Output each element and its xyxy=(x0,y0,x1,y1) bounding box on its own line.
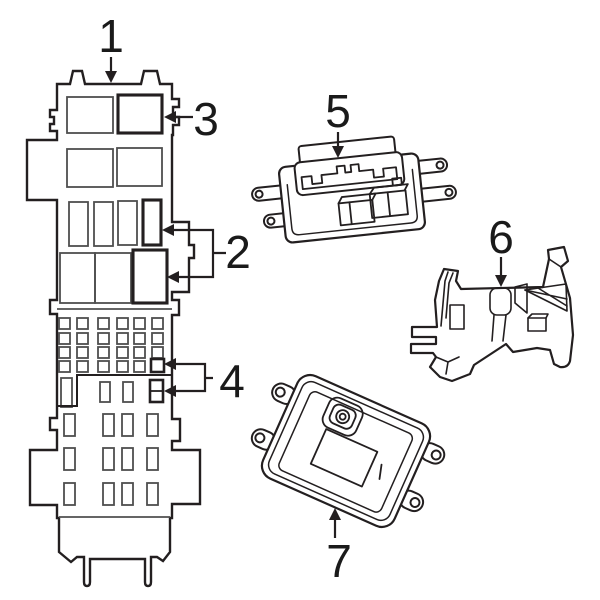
callout-1: 1 xyxy=(98,10,124,83)
callout-2-arrowhead-top xyxy=(162,224,174,236)
callout-3: 3 xyxy=(164,93,219,145)
module5-connector-teeth xyxy=(300,163,399,190)
fuse-box-cavities xyxy=(57,96,172,518)
callout-1-label: 1 xyxy=(98,10,124,62)
part-7-module xyxy=(250,373,446,529)
relay-slot-3 xyxy=(116,93,164,135)
callout-4-arrowhead-top xyxy=(164,358,176,370)
callout-2: 2 xyxy=(162,224,251,283)
fuse-box-cover-split xyxy=(57,374,172,407)
fuse-slot-4b xyxy=(148,378,165,404)
callout-2-bracket xyxy=(174,228,226,279)
callout-1-arrowhead xyxy=(105,71,117,83)
callout-7-label: 7 xyxy=(326,535,352,587)
callout-4-arrowhead-bottom xyxy=(164,385,176,397)
callout-4-label: 4 xyxy=(219,355,245,407)
callout-6: 6 xyxy=(488,211,514,287)
callout-5-label: 5 xyxy=(325,85,351,137)
callout-4-bracket xyxy=(176,362,213,393)
callout-4: 4 xyxy=(164,355,245,407)
callout-5: 5 xyxy=(325,85,351,158)
part-1-fuse-box xyxy=(25,69,202,588)
module5-connector-frame xyxy=(293,151,406,197)
module5-body-inner-line xyxy=(286,168,418,236)
callout-3-arrowhead xyxy=(164,111,176,123)
module7-label-plate xyxy=(309,428,379,488)
callout-6-arrowhead xyxy=(495,275,507,287)
mini-fuse-slot-4a xyxy=(149,357,166,374)
relay-slot-2b xyxy=(131,248,169,305)
module7-body-inner-line xyxy=(267,380,425,522)
callout-7-arrowhead xyxy=(329,508,341,520)
callouts: 1 2 3 4 5 6 xyxy=(98,10,514,587)
callout-2-arrowhead-bottom xyxy=(167,271,179,283)
part-6-bracket xyxy=(409,245,575,383)
callout-6-label: 6 xyxy=(488,211,514,263)
callout-7: 7 xyxy=(326,508,352,587)
callout-2-label: 2 xyxy=(225,226,251,278)
bracket6-details xyxy=(435,258,568,375)
bracket6-outline xyxy=(409,245,575,383)
fuse-slot-2a xyxy=(141,198,163,247)
fuse-box-highlighted-slots xyxy=(116,93,169,404)
module7-connector-boss xyxy=(321,396,364,437)
module7-body xyxy=(260,373,432,529)
part-5-module xyxy=(251,135,457,244)
callout-3-label: 3 xyxy=(193,93,219,145)
module5-relay-blocks xyxy=(337,176,409,227)
callout-5-arrowhead xyxy=(332,146,344,158)
